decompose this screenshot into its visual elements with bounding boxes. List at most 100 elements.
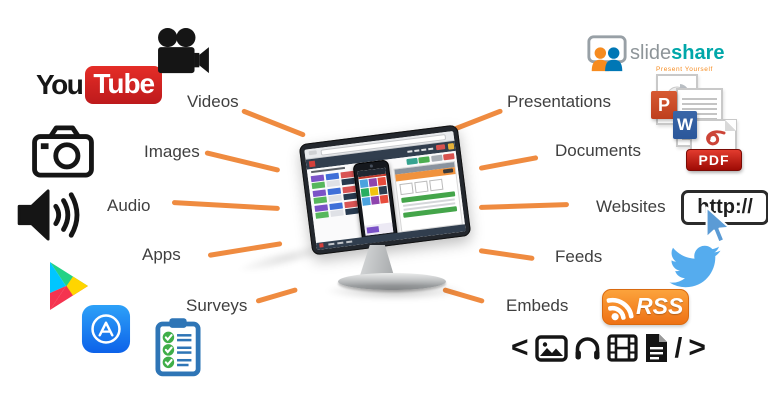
slideshare-slide-text: slide	[630, 42, 672, 64]
site-right-panel	[392, 152, 463, 232]
footer-links	[328, 240, 353, 246]
connector-audio	[171, 200, 280, 211]
tile	[325, 172, 340, 180]
phone-tile	[368, 177, 378, 187]
phone-tile	[359, 179, 369, 189]
label-feeds: Feeds	[555, 247, 603, 266]
footer-dash	[337, 241, 344, 245]
photo-camera-icon	[32, 125, 94, 178]
label-presentations: Presentations	[507, 92, 611, 111]
label-websites: Websites	[596, 197, 666, 216]
tile	[330, 209, 345, 218]
nav-link-dash	[421, 148, 427, 151]
slideshare-logo: slideshare Present Yourself	[586, 34, 725, 74]
angle-open: <	[511, 331, 529, 364]
footer-logo	[319, 243, 324, 248]
tile	[311, 181, 326, 190]
connector-surveys	[255, 287, 298, 304]
connector-images	[204, 150, 281, 173]
tile	[313, 196, 328, 204]
label-images: Images	[144, 142, 200, 161]
label-surveys: Surveys	[186, 296, 248, 315]
pdf-badge: PDF	[686, 149, 742, 171]
tile	[312, 188, 327, 197]
tile	[310, 174, 325, 182]
phone-tile	[369, 186, 379, 196]
document-stack-icon: P W PDF	[648, 72, 744, 172]
site-nav-button	[435, 144, 446, 151]
document-icon	[645, 334, 667, 362]
btn-chip	[406, 157, 418, 165]
phone-tile	[377, 176, 387, 186]
connector-websites	[478, 202, 570, 210]
page-fold	[725, 120, 736, 131]
youtube-logo: You Tube	[36, 66, 163, 104]
monitor-shadow	[324, 281, 466, 301]
nav-link-dash	[428, 147, 434, 150]
youtube-you-text: You	[36, 69, 84, 100]
slash-glyph: /	[674, 332, 683, 363]
form-box	[399, 182, 414, 195]
slideshare-tagline: Present Yourself	[656, 66, 713, 73]
tile	[326, 179, 341, 188]
nav-link-dash	[414, 148, 420, 152]
btn-chip	[443, 152, 455, 160]
btn-chip	[430, 154, 443, 162]
site-nav-badge	[447, 142, 455, 150]
slideshare-icon	[587, 35, 627, 72]
form-box	[414, 180, 429, 193]
tile	[329, 201, 344, 210]
tile	[328, 194, 343, 203]
url-box: http://	[681, 190, 768, 225]
survey-clipboard-icon	[155, 318, 201, 377]
rss-icon: RSS	[602, 289, 689, 325]
connector-videos	[241, 108, 307, 138]
rss-label: RSS	[636, 293, 684, 319]
label-embeds: Embeds	[506, 296, 569, 315]
image-icon	[534, 334, 568, 362]
phone-tile	[360, 188, 370, 197]
phone-tile	[378, 185, 388, 195]
angle-close: >	[688, 331, 706, 364]
word-badge: W	[673, 111, 697, 139]
monitor-screen	[304, 130, 466, 250]
app-store-icon	[81, 304, 131, 354]
phone-footer-tile	[366, 225, 380, 234]
twitter-icon	[669, 245, 721, 288]
speaker-icon	[17, 189, 80, 241]
powerpoint-badge: P	[651, 91, 677, 119]
phone-tile	[379, 194, 389, 204]
site-logo	[308, 160, 316, 167]
site-nav-links	[407, 147, 434, 153]
phone-tile	[370, 195, 380, 205]
nav-link-dash	[407, 149, 413, 153]
tile	[341, 177, 356, 186]
slideshare-wordmark: slideshare	[630, 42, 725, 65]
tile	[327, 187, 342, 195]
phone-tile	[361, 196, 371, 206]
headphones-icon	[575, 336, 600, 359]
connector-documents	[478, 155, 539, 171]
browser-tab	[308, 150, 317, 156]
phone-thumbnail-grid	[358, 176, 389, 207]
label-documents: Documents	[555, 141, 641, 160]
monitor	[298, 124, 472, 256]
google-play-icon	[50, 262, 88, 310]
label-videos: Videos	[187, 92, 239, 111]
banner-button	[442, 168, 454, 174]
slideshare-share-text: share	[671, 42, 725, 64]
tile	[342, 185, 357, 193]
connector-feeds	[478, 248, 535, 261]
phone-camera-dot	[369, 164, 373, 168]
btn-chip	[418, 155, 431, 163]
pdf-swirl-icon	[706, 130, 726, 146]
rss-wave-icon	[606, 297, 634, 321]
monitor-stand-base	[338, 273, 446, 290]
tile	[344, 207, 359, 216]
tile	[340, 170, 355, 178]
tile	[342, 192, 357, 201]
film-camera-icon	[158, 27, 209, 74]
film-icon	[606, 334, 638, 362]
tile	[315, 211, 330, 219]
